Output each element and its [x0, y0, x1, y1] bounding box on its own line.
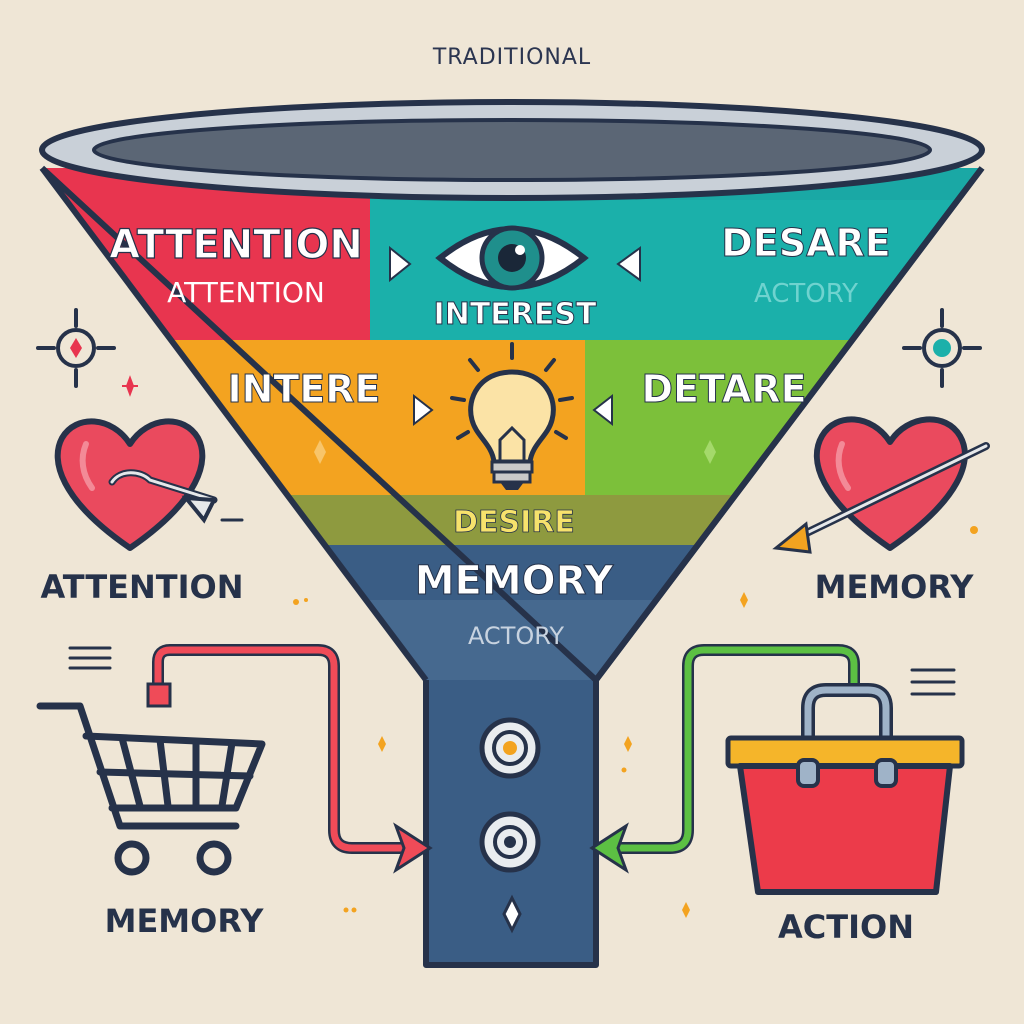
funnel-outline-left — [39, 166, 429, 682]
chevron-left-icon-2 — [592, 393, 613, 427]
left-heart-label: ATTENTION — [40, 568, 243, 606]
band4-subtitle: ACTORY — [468, 622, 564, 650]
target-icon-bottom — [479, 811, 541, 873]
band1-right-title: DESARE — [721, 221, 891, 265]
speed-lines-basket — [910, 668, 956, 696]
sparkle-icon-right-1 — [624, 736, 632, 752]
arrow-icon-right — [589, 644, 860, 874]
band3-title: DESIRE — [453, 505, 575, 540]
shopping-basket-icon — [725, 683, 965, 895]
funnel-rim-inner — [92, 118, 932, 182]
diagram-title: TRADITIONAL — [432, 45, 591, 70]
arrow-icon-left — [146, 644, 433, 874]
funnel-outline-right — [593, 166, 985, 682]
right-heart-label: MEMORY — [815, 568, 975, 606]
heart-arrow-icon-right — [772, 416, 990, 554]
sparkle-icon-left-1 — [122, 375, 138, 397]
sparkle-icon-band2-left — [314, 440, 326, 464]
lightbulb-icon — [450, 342, 574, 490]
chevron-left-icon — [616, 246, 641, 282]
sparkle-icon-left-2 — [378, 736, 386, 752]
band2-left-title: INTERE — [227, 367, 380, 411]
band1-center-label: INTEREST — [434, 297, 597, 332]
decor-dots — [293, 526, 978, 913]
band1-right-subtitle: ACTORY — [754, 279, 858, 309]
chevron-right-icon — [389, 245, 412, 283]
target-icon-left — [36, 308, 116, 388]
target-icon-right — [902, 308, 982, 388]
sparkle-icon-right-2 — [682, 902, 690, 918]
sparkle-icon-band2-right — [704, 440, 716, 464]
sparkle-icon-stem — [502, 894, 522, 934]
cart-label: MEMORY — [105, 902, 265, 940]
speed-lines-cart — [68, 646, 112, 670]
band1-left-subtitle: ATTENTION — [167, 276, 325, 309]
sparkle-icon-right-3 — [740, 592, 748, 608]
band4-title: MEMORY — [415, 558, 615, 604]
target-icon-top — [479, 717, 541, 779]
heart-arrow-icon-left — [54, 418, 218, 551]
band2-right-title: DETARE — [641, 367, 806, 411]
band1-left-title: ATTENTION — [109, 222, 363, 268]
eye-icon — [435, 225, 589, 291]
chevron-right-icon-2 — [413, 393, 434, 427]
basket-label: ACTION — [778, 908, 914, 946]
shopping-cart-icon — [36, 702, 266, 876]
